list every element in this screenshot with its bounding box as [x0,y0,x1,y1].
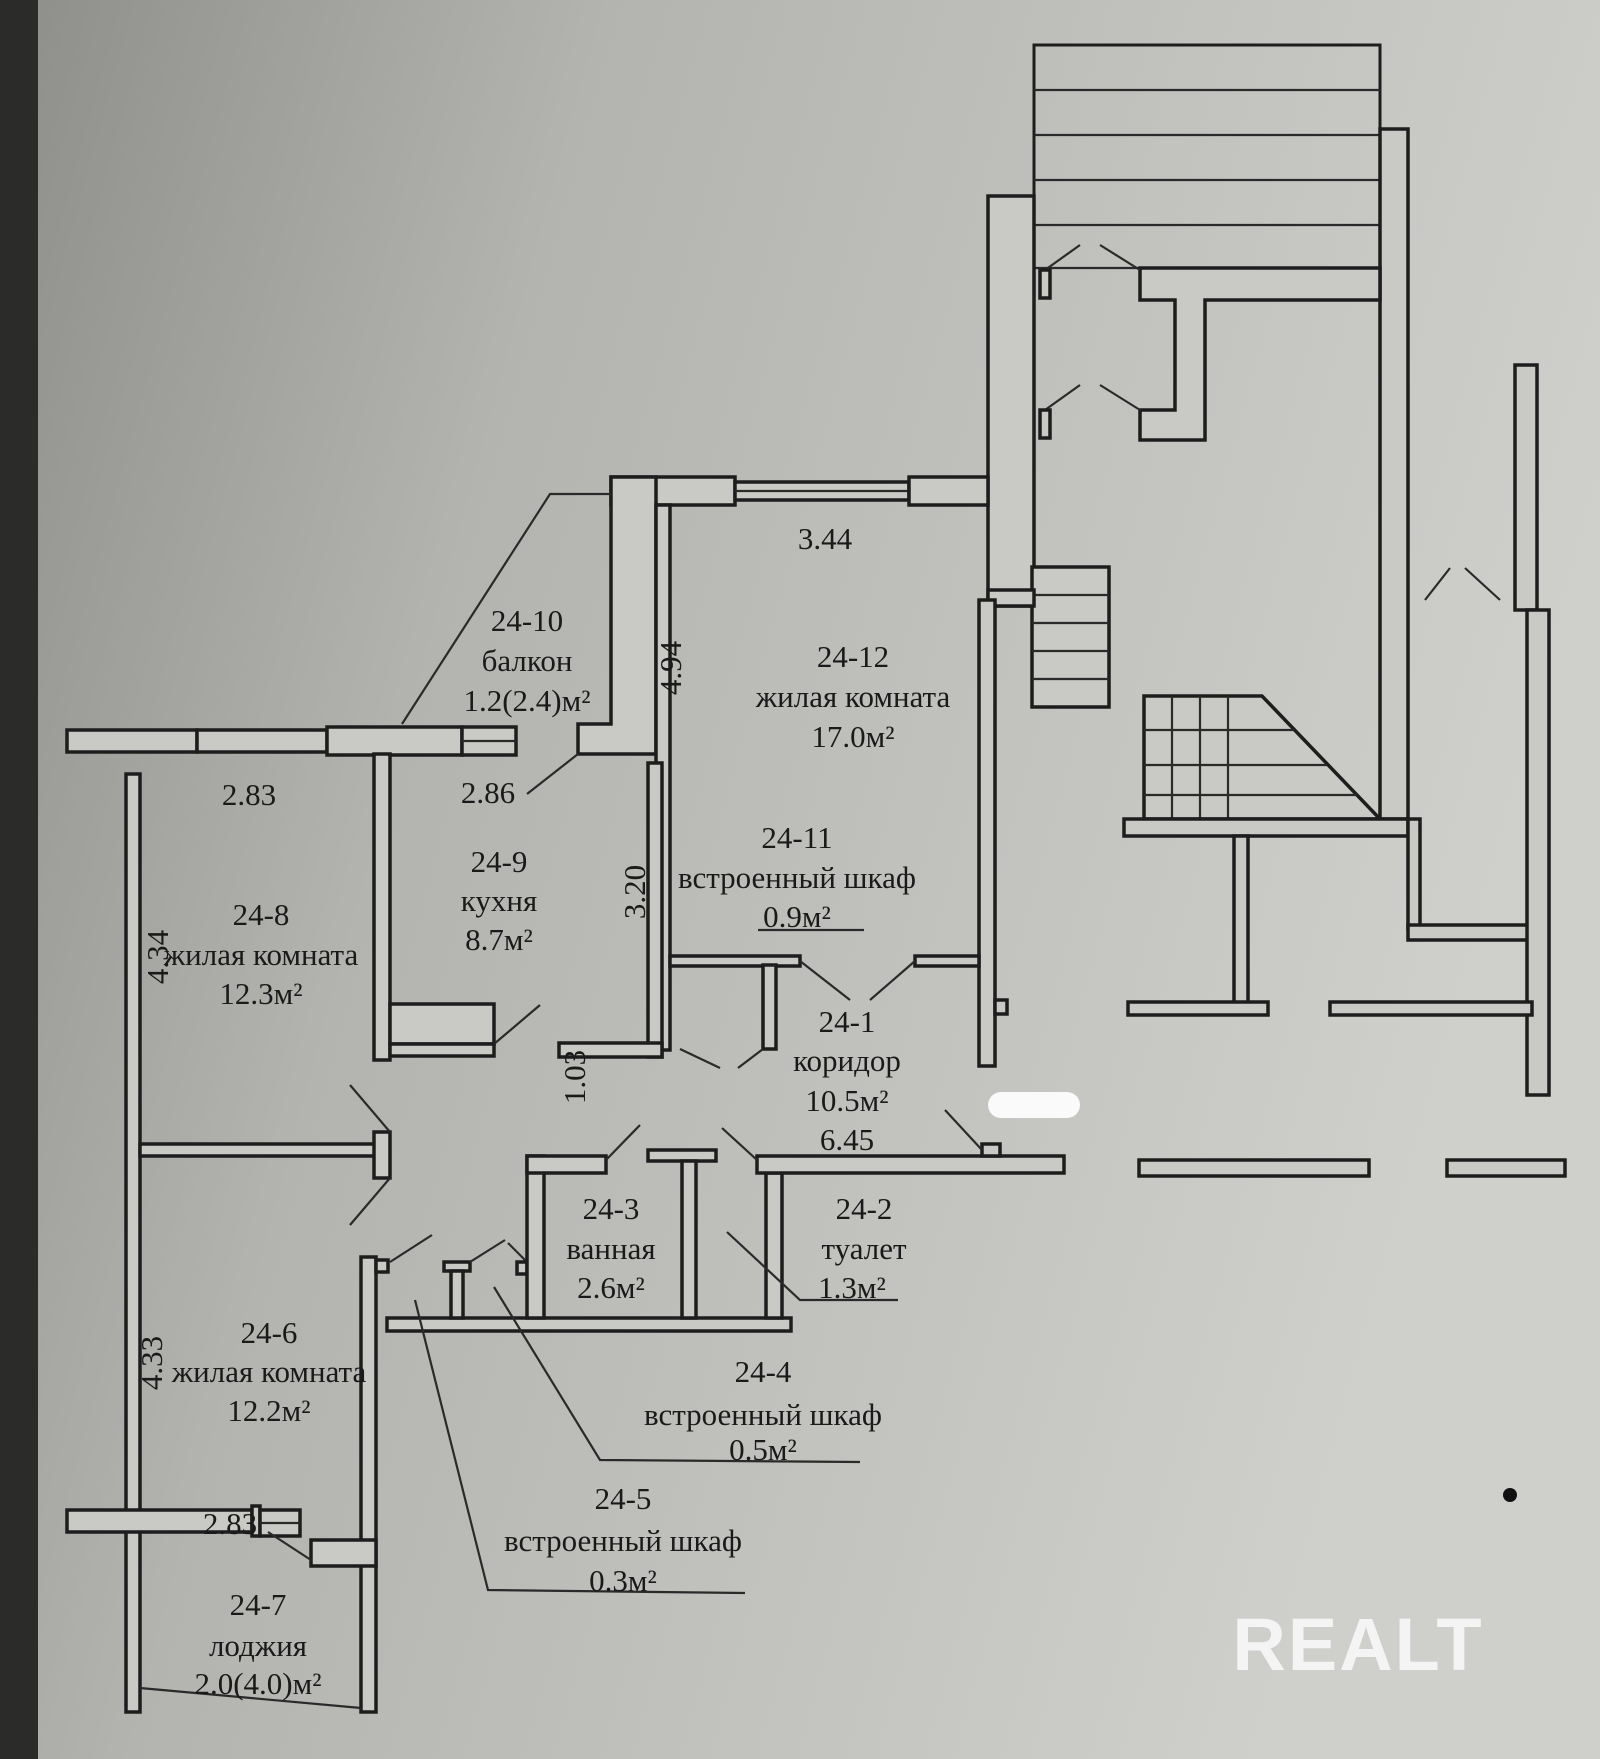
room-area: 0.3м² [589,1563,657,1598]
room-24-12: 24-12 жилая комната 17.0м² [755,639,951,754]
room-name: коридор [793,1043,901,1078]
room-area: 1.3м² [818,1270,886,1305]
room-id: 24-10 [491,603,563,638]
dot-mark [1503,1488,1517,1502]
room-area: 12.3м² [219,976,302,1011]
dim-room12-width: 3.44 [798,521,853,556]
room-name: жилая комната [755,679,951,714]
room-area: 10.5м² [805,1083,888,1118]
room-24-8: 24-8 жилая комната 12.3м² [163,897,359,1011]
room-name: встроенный шкаф [504,1523,742,1558]
room-area: 8.7м² [465,922,533,957]
leader-lines [139,492,1080,1710]
dim-room8-length: 4.34 [140,929,175,984]
room-id: 24-2 [836,1191,893,1226]
room-24-11: 24-11 встроенный шкаф 0.9м² [678,820,916,934]
room-id: 24-12 [817,639,889,674]
room-labels: 24-10 балкон 1.2(2.4)м² 24-12 жилая комн… [163,603,951,1701]
room-area: 2.6м² [577,1270,645,1305]
room-id: 24-1 [819,1004,876,1039]
photo-edge [0,0,38,1759]
room-name: балкон [482,643,573,678]
room-id: 24-7 [230,1587,287,1622]
room-id: 24-11 [761,820,832,855]
room-id: 24-3 [583,1191,640,1226]
dimension-labels: 3.44 4.94 2.83 2.86 3.20 4.34 1.03 6.45 … [134,521,874,1541]
room-24-9: 24-9 кухня 8.7м² [461,844,537,957]
room-24-1: 24-1 коридор 10.5м² [793,1004,901,1118]
room-24-7: 24-7 лоджия 2.0(4.0)м² [194,1587,321,1701]
room-name: туалет [821,1231,906,1266]
dim-corridor-width: 1.03 [557,1050,592,1104]
room-24-5: 24-5 встроенный шкаф 0.3м² [504,1481,742,1598]
room-name: жилая комната [163,937,359,972]
room-area: 17.0м² [811,719,894,754]
redaction-blob [988,1092,1080,1118]
room-area: 2.0(4.0)м² [194,1666,321,1701]
room-24-6: 24-6 жилая комната 12.2м² [171,1315,367,1428]
room-24-10: 24-10 балкон 1.2(2.4)м² [463,603,590,718]
room-id: 24-4 [735,1354,792,1389]
realt-watermark: REALT [1232,1603,1483,1686]
room-name: жилая комната [171,1354,367,1389]
room-area: 0.9м² [763,899,831,934]
dim-kitchen-length: 3.20 [617,865,652,919]
room-area: 12.2м² [227,1393,310,1428]
dim-kitchen-width: 2.86 [461,775,515,810]
room-name: лоджия [209,1628,307,1663]
room-area: 0.5м² [729,1432,797,1467]
room-name: встроенный шкаф [678,860,916,895]
room-24-4: 24-4 встроенный шкаф 0.5м² [644,1354,882,1467]
room-id: 24-8 [233,897,290,932]
dim-room8-width: 2.83 [222,777,276,812]
dim-room6-length: 4.33 [134,1336,169,1390]
room-area: 1.2(2.4)м² [463,683,590,718]
dim-corridor-length: 6.45 [820,1122,874,1157]
room-24-3: 24-3 ванная 2.6м² [566,1191,655,1305]
dim-room12-length: 4.94 [653,640,688,695]
room-24-2: 24-2 туалет 1.3м² [818,1191,907,1305]
room-id: 24-6 [241,1315,298,1350]
room-id: 24-5 [595,1481,652,1516]
room-name: кухня [461,883,537,918]
room-name: ванная [566,1231,655,1266]
room-id: 24-9 [471,844,528,879]
stairwell [986,43,1567,1178]
apartment-walls [65,475,1066,1714]
dim-room6-width: 2.83 [203,1506,257,1541]
room-name: встроенный шкаф [644,1397,882,1432]
